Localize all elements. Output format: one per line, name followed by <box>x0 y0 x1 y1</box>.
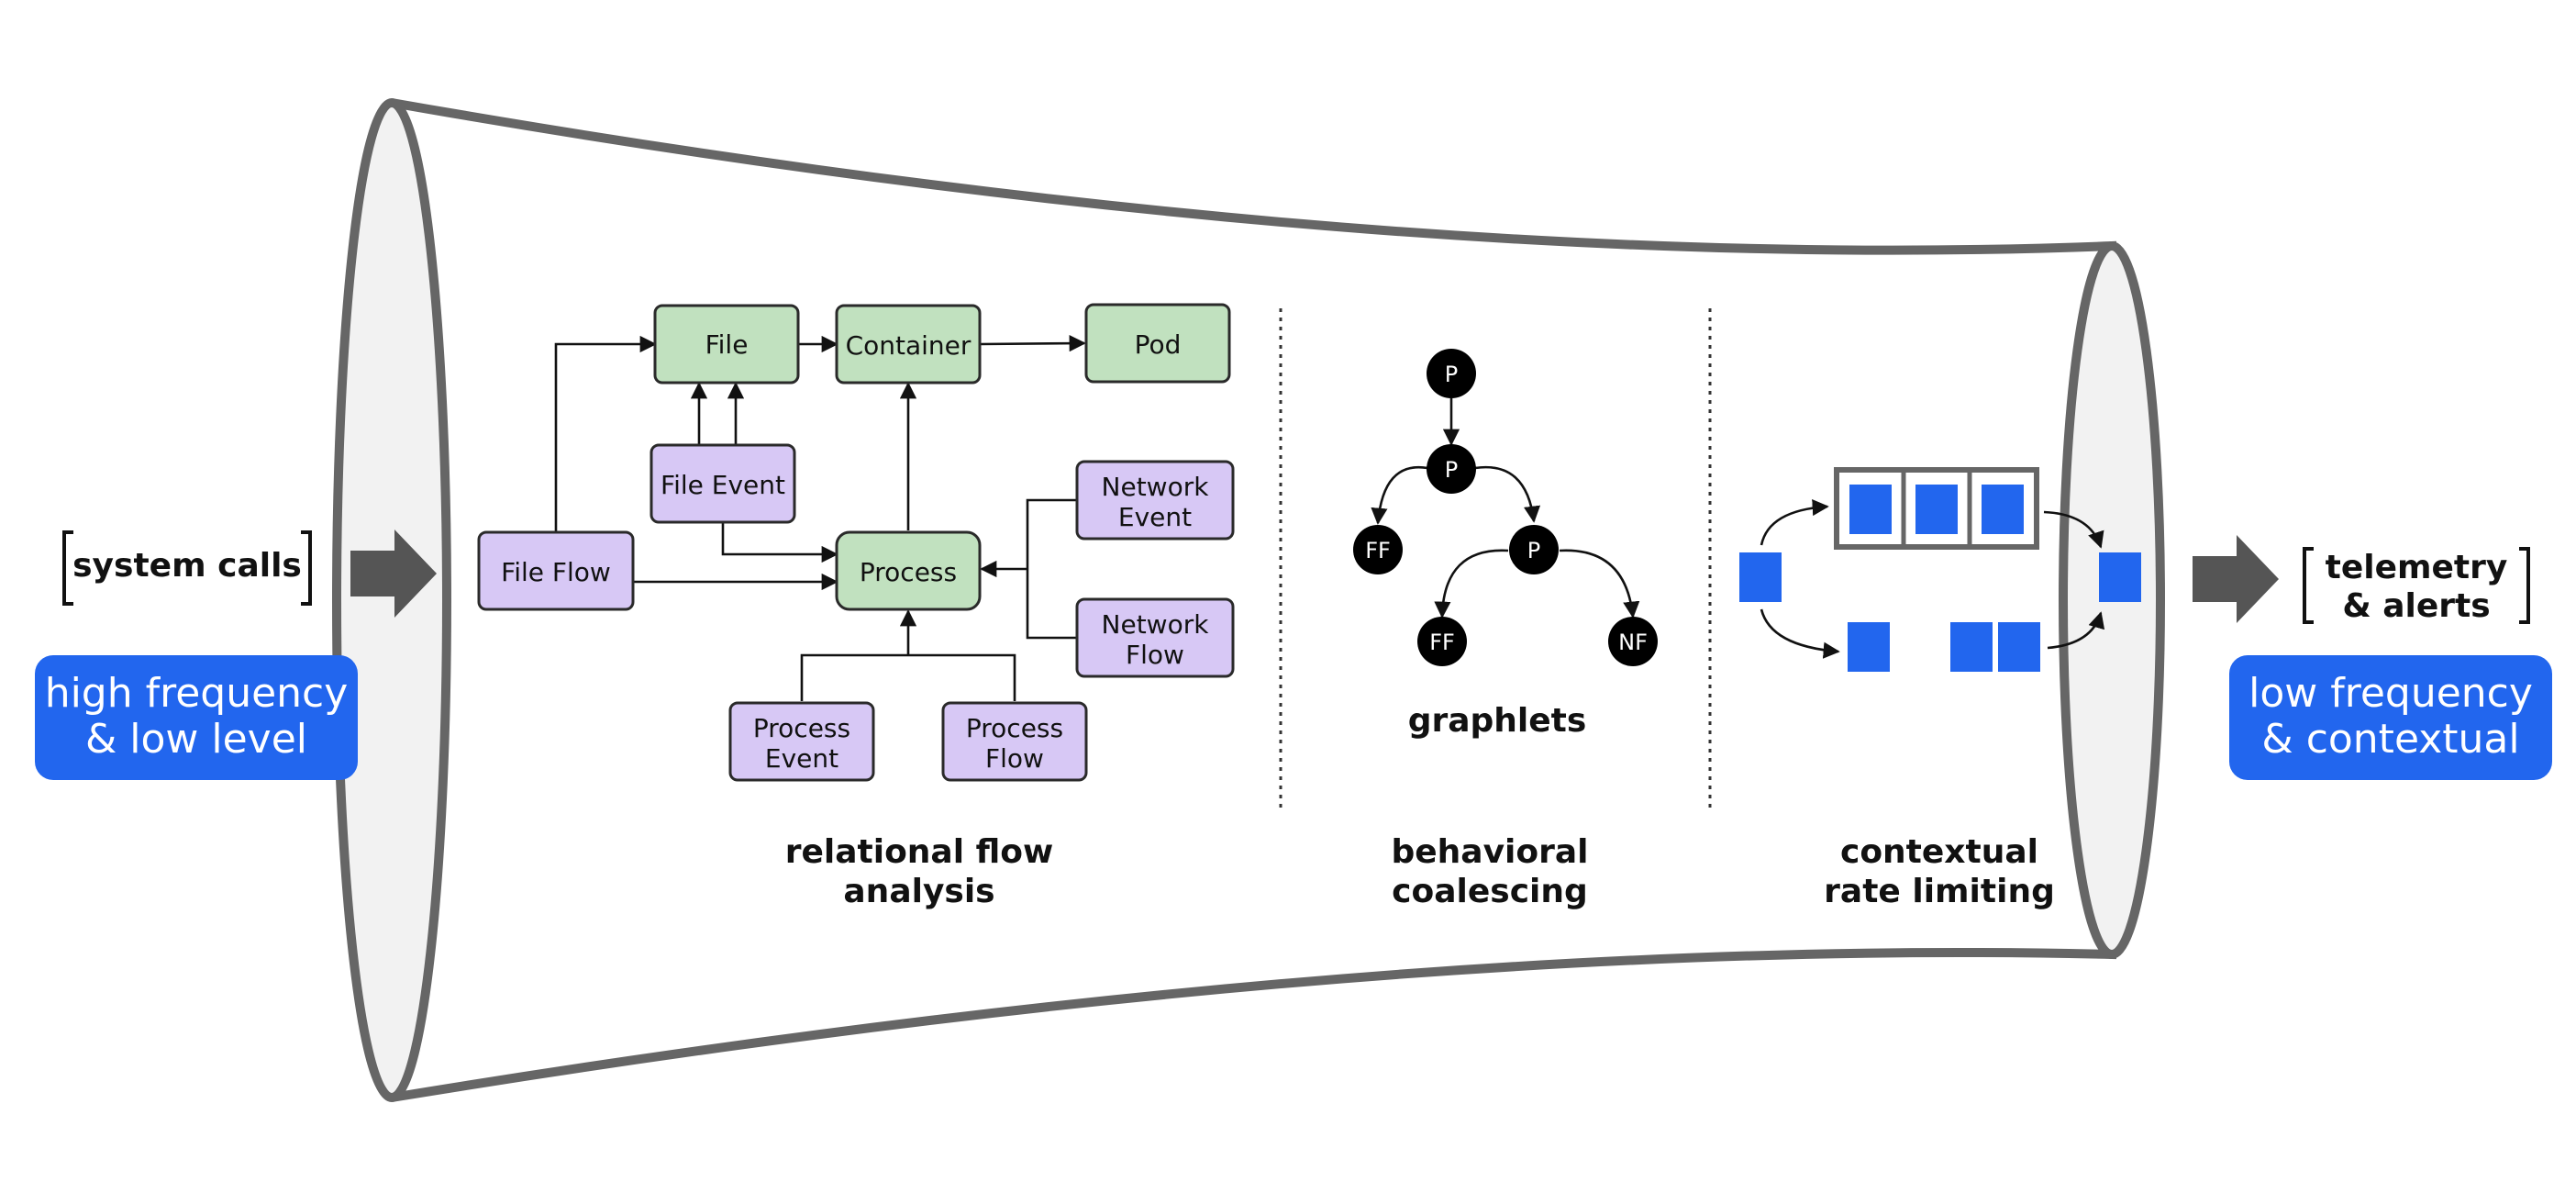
svg-text:Event: Event <box>1118 502 1192 532</box>
coalescing-caption-line2: coalescing <box>1392 873 1588 910</box>
svg-text:Container: Container <box>846 330 972 361</box>
svg-text:Pod: Pod <box>1135 329 1182 360</box>
node-process-flow: Process Flow <box>941 701 1088 782</box>
graph-node-nf: NF <box>1608 617 1658 666</box>
svg-text:File Event: File Event <box>661 470 785 500</box>
queue-packet-2 <box>1915 485 1958 534</box>
edge-to-lower-packet <box>1760 608 1840 659</box>
node-pod: Pod <box>1084 303 1231 384</box>
edge-queue-to-output <box>2043 510 2104 549</box>
svg-text:P: P <box>1445 362 1458 387</box>
input-badge <box>35 655 358 780</box>
svg-text:P: P <box>1445 457 1458 483</box>
edge-p3-ff2 <box>1434 549 1509 619</box>
svg-text:File: File <box>705 329 749 360</box>
edge-fileflow-file <box>554 335 657 532</box>
input-badge-line1: high frequency <box>45 670 349 717</box>
output-arrow <box>2193 535 2279 623</box>
edge-p3-nf <box>1559 549 1640 619</box>
relational-flow-caption-line1: relational flow <box>785 833 1054 871</box>
lower-packet-pair-1 <box>1950 622 1993 672</box>
relational-flow-section: File Container Pod Process File Event Fi… <box>477 303 1235 910</box>
graph-node-p2: P <box>1427 444 1476 494</box>
svg-text:Process: Process <box>860 557 957 587</box>
queue-packet-3 <box>1982 485 2024 534</box>
svg-text:NF: NF <box>1618 630 1648 655</box>
svg-text:File Flow: File Flow <box>501 557 611 587</box>
svg-text:Network: Network <box>1102 609 1210 640</box>
node-process-event: Process Event <box>728 701 875 782</box>
edge-process-flow-process <box>908 653 1016 701</box>
graph-node-ff2: FF <box>1417 617 1467 666</box>
edge-container-pod <box>979 335 1086 352</box>
input-section: system calls high frequency & low level <box>35 530 437 780</box>
output-badge-line2: & contextual <box>2261 716 2519 763</box>
edge-fileevent-process <box>721 521 838 563</box>
queue-box <box>1834 467 2039 550</box>
left-bracket-open <box>62 530 73 606</box>
node-file: File <box>653 304 800 385</box>
svg-text:Flow: Flow <box>985 743 1044 774</box>
output-badge-line1: low frequency <box>2248 670 2533 717</box>
rate-limiting-section: contextual rate limiting <box>1739 467 2141 910</box>
node-container: Container <box>835 304 982 385</box>
node-network-flow: Network Flow <box>1075 597 1235 678</box>
svg-text:FF: FF <box>1365 538 1391 563</box>
graph-node-ff1: FF <box>1353 525 1403 574</box>
relational-flow-caption-line2: analysis <box>843 873 994 910</box>
edge-p2-p3 <box>1474 465 1541 523</box>
left-bracket-close <box>301 530 312 606</box>
coalescing-section: P P FF P FF NF graphlets behavioral coal… <box>1353 349 1658 910</box>
input-arrow <box>350 530 437 618</box>
input-badge-line2: & low level <box>85 716 307 763</box>
svg-text:Process: Process <box>753 713 850 743</box>
svg-text:Event: Event <box>765 743 838 774</box>
edge-to-queue <box>1760 498 1829 546</box>
queue-packet-1 <box>1849 485 1892 534</box>
svg-text:Network: Network <box>1102 472 1210 502</box>
svg-text:FF: FF <box>1429 630 1455 655</box>
rate-limiting-caption-line2: rate limiting <box>1824 873 2055 910</box>
input-packet <box>1739 552 1782 602</box>
node-network-event: Network Event <box>1075 460 1235 541</box>
graph-node-p1: P <box>1427 349 1476 398</box>
coalescing-caption-line1: behavioral <box>1391 833 1588 871</box>
graphlets-label: graphlets <box>1408 702 1587 740</box>
graph-node-p3: P <box>1509 525 1559 574</box>
edge-network-event-process <box>1026 498 1077 569</box>
edge-lower-to-output <box>2047 611 2105 650</box>
right-bracket-close <box>2519 547 2530 624</box>
output-badge <box>2229 655 2552 780</box>
edge-process-event-process <box>800 653 908 701</box>
node-process: Process <box>835 530 982 611</box>
output-section: telemetry & alerts low frequency & conte… <box>2193 535 2552 780</box>
edge-network-flow-process <box>1026 569 1077 640</box>
right-bracket-open <box>2303 547 2314 624</box>
rate-limiting-caption-line1: contextual <box>1840 833 2038 871</box>
svg-text:Flow: Flow <box>1126 640 1184 670</box>
svg-text:Process: Process <box>966 713 1063 743</box>
telemetry-label-line1: telemetry <box>2326 549 2508 586</box>
system-calls-label: system calls <box>72 547 302 585</box>
lower-packet-pair-2 <box>1998 622 2040 672</box>
node-file-flow: File Flow <box>477 530 635 611</box>
funnel-body <box>391 98 2116 1102</box>
telemetry-label-line2: & alerts <box>2342 587 2490 625</box>
edge-p2-ff1 <box>1371 465 1428 525</box>
svg-text:P: P <box>1527 538 1540 563</box>
node-file-event: File Event <box>650 443 796 524</box>
lower-packet <box>1848 622 1890 672</box>
funnel-left-rim <box>332 98 451 1102</box>
output-packet <box>2099 552 2141 602</box>
